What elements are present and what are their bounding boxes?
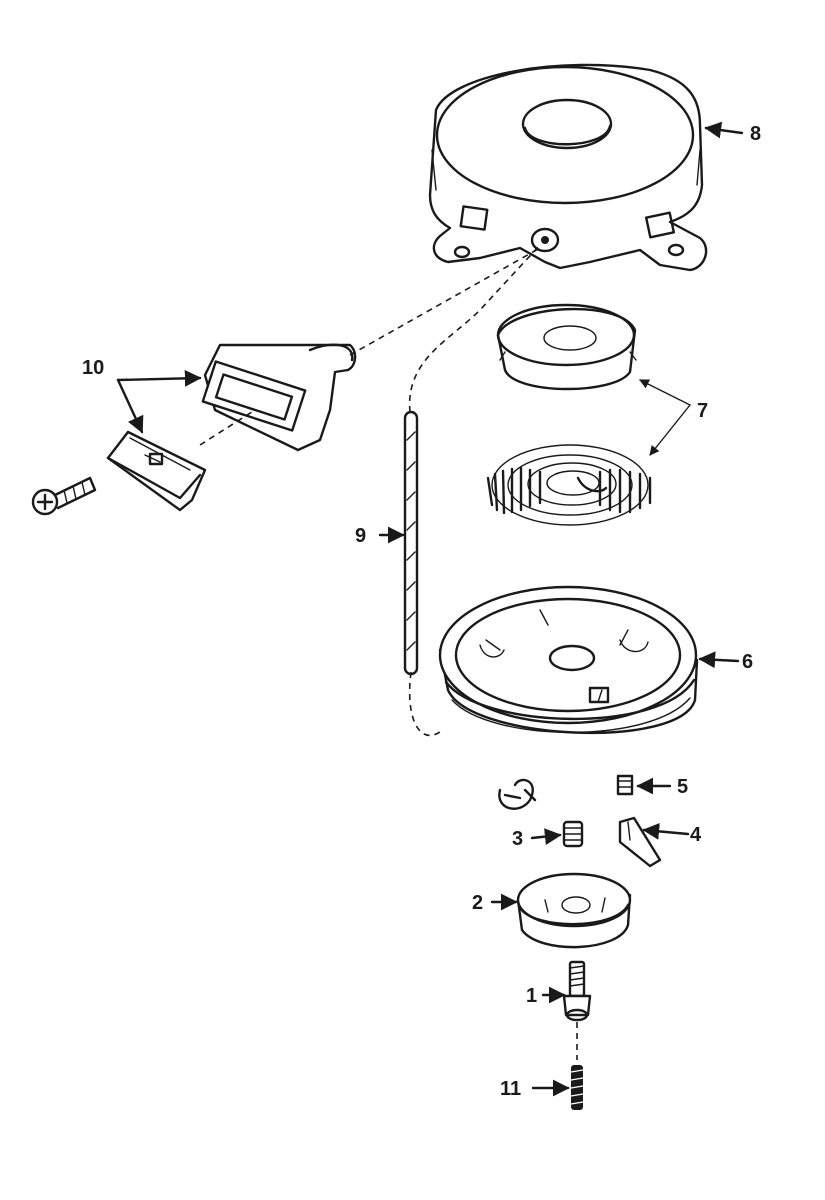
callout-6: 6 — [742, 651, 753, 673]
callout-4: 4 — [690, 824, 702, 846]
rope-path-lower — [408, 671, 441, 737]
callout-9: 9 — [355, 525, 366, 547]
leader-arrow-3 — [530, 828, 562, 845]
handle-alignment-line — [349, 247, 541, 356]
callout-5: 5 — [677, 776, 688, 798]
callout-11: 11 — [500, 1078, 521, 1100]
bolt-part-1 — [562, 960, 592, 1022]
rewind-spring-part-7 — [486, 444, 652, 526]
leader-arrow-10a — [116, 369, 202, 387]
leader-arrow-6 — [698, 651, 740, 669]
retainer-part-2 — [516, 872, 632, 949]
handle-insert-part-10 — [106, 430, 207, 512]
handle-screw — [31, 476, 97, 516]
rope-path-upper — [408, 244, 541, 413]
starter-housing-part-8 — [428, 63, 708, 272]
pulley-part-6 — [438, 585, 699, 735]
starter-rope-part-9 — [403, 410, 419, 676]
callout-3: 3 — [512, 828, 523, 850]
callout-7: 7 — [697, 400, 708, 422]
callout-2: 2 — [472, 892, 483, 914]
starter-handle-part-10 — [201, 343, 357, 452]
leader-arrow-8 — [704, 121, 744, 139]
callout-8: 8 — [750, 123, 761, 145]
leader-arrow-7a — [639, 379, 691, 406]
callout-1: 1 — [526, 985, 537, 1007]
spring-cover-part-7 — [496, 303, 637, 391]
retainer-clip — [498, 778, 537, 810]
spring-part-3 — [562, 820, 584, 848]
spring-part-5 — [616, 774, 634, 796]
dog-part-4 — [618, 816, 662, 868]
leader-arrow-7b — [649, 404, 691, 456]
callout-10: 10 — [82, 357, 104, 379]
leader-arrow-4 — [642, 823, 690, 840]
leader-arrow-10b — [116, 378, 144, 434]
screw-part-11 — [570, 1065, 584, 1110]
